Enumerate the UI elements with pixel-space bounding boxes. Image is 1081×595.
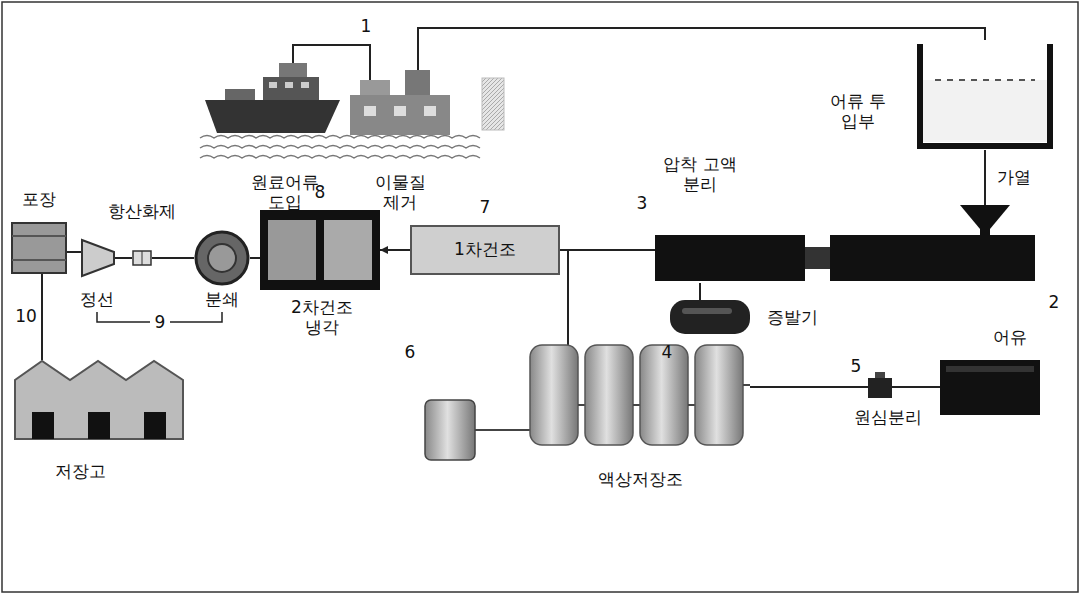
flow-line	[250, 257, 260, 259]
mill-icon	[194, 230, 250, 286]
package-icon	[11, 222, 67, 274]
node-label: 어유	[993, 328, 1027, 348]
warehouse: 저장고	[14, 360, 184, 440]
flow-line	[67, 251, 82, 253]
callout-number: 3	[637, 194, 648, 213]
dryer-cooler: 2차건조 냉각	[260, 210, 380, 290]
oil-icon	[940, 360, 1040, 415]
liquid-storage: 액상저장조	[420, 345, 750, 460]
press-icon	[655, 205, 1040, 285]
callout-number: 6	[405, 343, 416, 362]
mill-circle: 분쇄	[194, 230, 250, 286]
callout-number: 1	[361, 17, 372, 36]
packing-box: 포장	[11, 222, 67, 274]
flow-line	[380, 249, 410, 251]
wave-line	[200, 146, 480, 149]
node-label: 원심분리	[854, 408, 922, 428]
flow-line	[114, 257, 132, 259]
grey-sign	[482, 78, 504, 130]
callout-number: 5	[851, 357, 862, 376]
node-label: 액상저장조	[598, 470, 683, 490]
node-label: 원료어류 도입	[245, 173, 325, 212]
edge-label: 가열	[995, 168, 1033, 187]
building-icon	[350, 70, 450, 135]
oil-tank: 어유	[940, 360, 1040, 415]
flow-line	[41, 274, 43, 360]
wave-line	[200, 136, 480, 139]
node-label: 1차건조	[454, 240, 516, 260]
ship-icon-node: 원료어류 도입	[205, 55, 340, 135]
screw-press: 압착 고액분리	[655, 205, 1040, 285]
flow-line	[568, 250, 655, 345]
flow-line	[418, 28, 985, 70]
cone-icon	[80, 232, 114, 284]
node-label: 압착 고액분리	[660, 155, 740, 194]
node-label: 어류 투입부	[829, 92, 887, 131]
flow-line	[984, 150, 986, 205]
node-label: 분쇄	[205, 290, 239, 310]
flow-line	[750, 386, 868, 388]
process-step: 이물질 제거	[350, 70, 450, 135]
evaporator: 증발기	[670, 300, 750, 334]
centri-icon	[868, 372, 892, 398]
wave-line	[200, 156, 480, 159]
flow-line	[699, 283, 701, 300]
evap-icon	[670, 300, 750, 334]
dryer-box: 1차건조	[410, 225, 560, 275]
callout-number: 7	[480, 198, 491, 217]
node-label: 이물질 제거	[369, 173, 431, 212]
node-label: 정선	[80, 290, 114, 310]
callout-number: 2	[1049, 293, 1060, 312]
warehouse-icon	[14, 360, 184, 440]
node-label: 증발기	[767, 308, 818, 328]
antiox-icon	[132, 250, 152, 266]
sea-waves	[200, 136, 480, 159]
flow-line	[892, 386, 940, 388]
tanks-icon	[420, 345, 750, 460]
node-label: 항산화제	[108, 202, 176, 222]
node-label: 포장	[22, 190, 56, 210]
callout-number: 9	[153, 313, 168, 332]
callout-number: 8	[315, 183, 326, 202]
centrifuge: 원심분리	[868, 372, 892, 398]
hopper: 어류 투입부	[915, 40, 1055, 150]
callout-number: 4	[662, 343, 673, 362]
additive-box: 항산화제	[132, 250, 152, 266]
node-label: 저장고	[55, 462, 106, 482]
ship-icon	[205, 55, 340, 135]
hopper-icon	[915, 40, 1055, 150]
callout-number: 10	[15, 307, 37, 326]
sieve-cone: 정선	[80, 232, 114, 284]
flow-line	[152, 257, 194, 259]
dryer2-icon	[260, 210, 380, 290]
node-label: 2차건조 냉각	[284, 298, 360, 337]
